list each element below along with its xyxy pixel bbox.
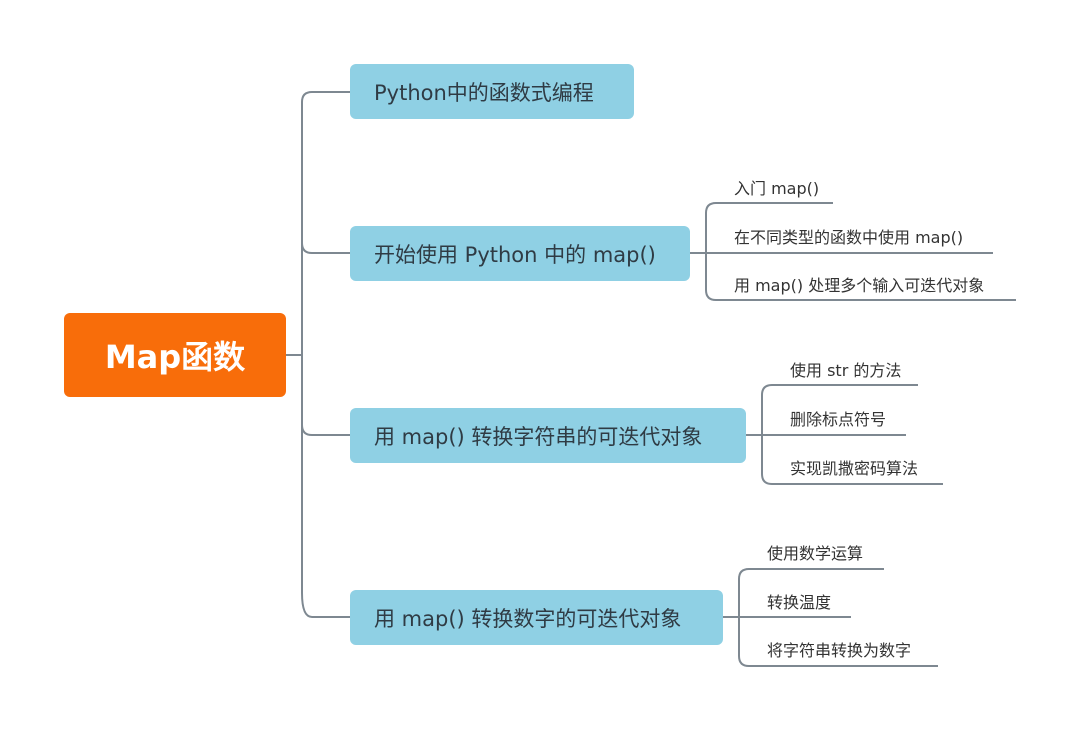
branch-transform-numbers: 用 map() 转换数字的可迭代对象 bbox=[350, 590, 723, 645]
leaf-str-methods: 使用 str 的方法 bbox=[790, 361, 902, 380]
root-node: Map函数 bbox=[64, 313, 286, 397]
leaf-remove-punctuation: 删除标点符号 bbox=[790, 410, 887, 429]
leaf-math-operations: 使用数学运算 bbox=[767, 544, 864, 563]
branch-getting-started-map: 开始使用 Python 中的 map() bbox=[350, 226, 690, 281]
branch-transform-strings: 用 map() 转换字符串的可迭代对象 bbox=[350, 408, 746, 463]
leaf-caesar-cipher: 实现凯撒密码算法 bbox=[790, 459, 919, 478]
leaf-intro-map: 入门 map() bbox=[734, 179, 820, 198]
branch-functional-programming: Python中的函数式编程 bbox=[350, 64, 634, 119]
leaf-map-multiple-iterables: 用 map() 处理多个输入可迭代对象 bbox=[734, 276, 985, 295]
leaf-map-with-functions: 在不同类型的函数中使用 map() bbox=[734, 228, 964, 247]
leaf-convert-temperature: 转换温度 bbox=[767, 593, 832, 612]
leaf-strings-to-numbers: 将字符串转换为数字 bbox=[767, 641, 912, 660]
